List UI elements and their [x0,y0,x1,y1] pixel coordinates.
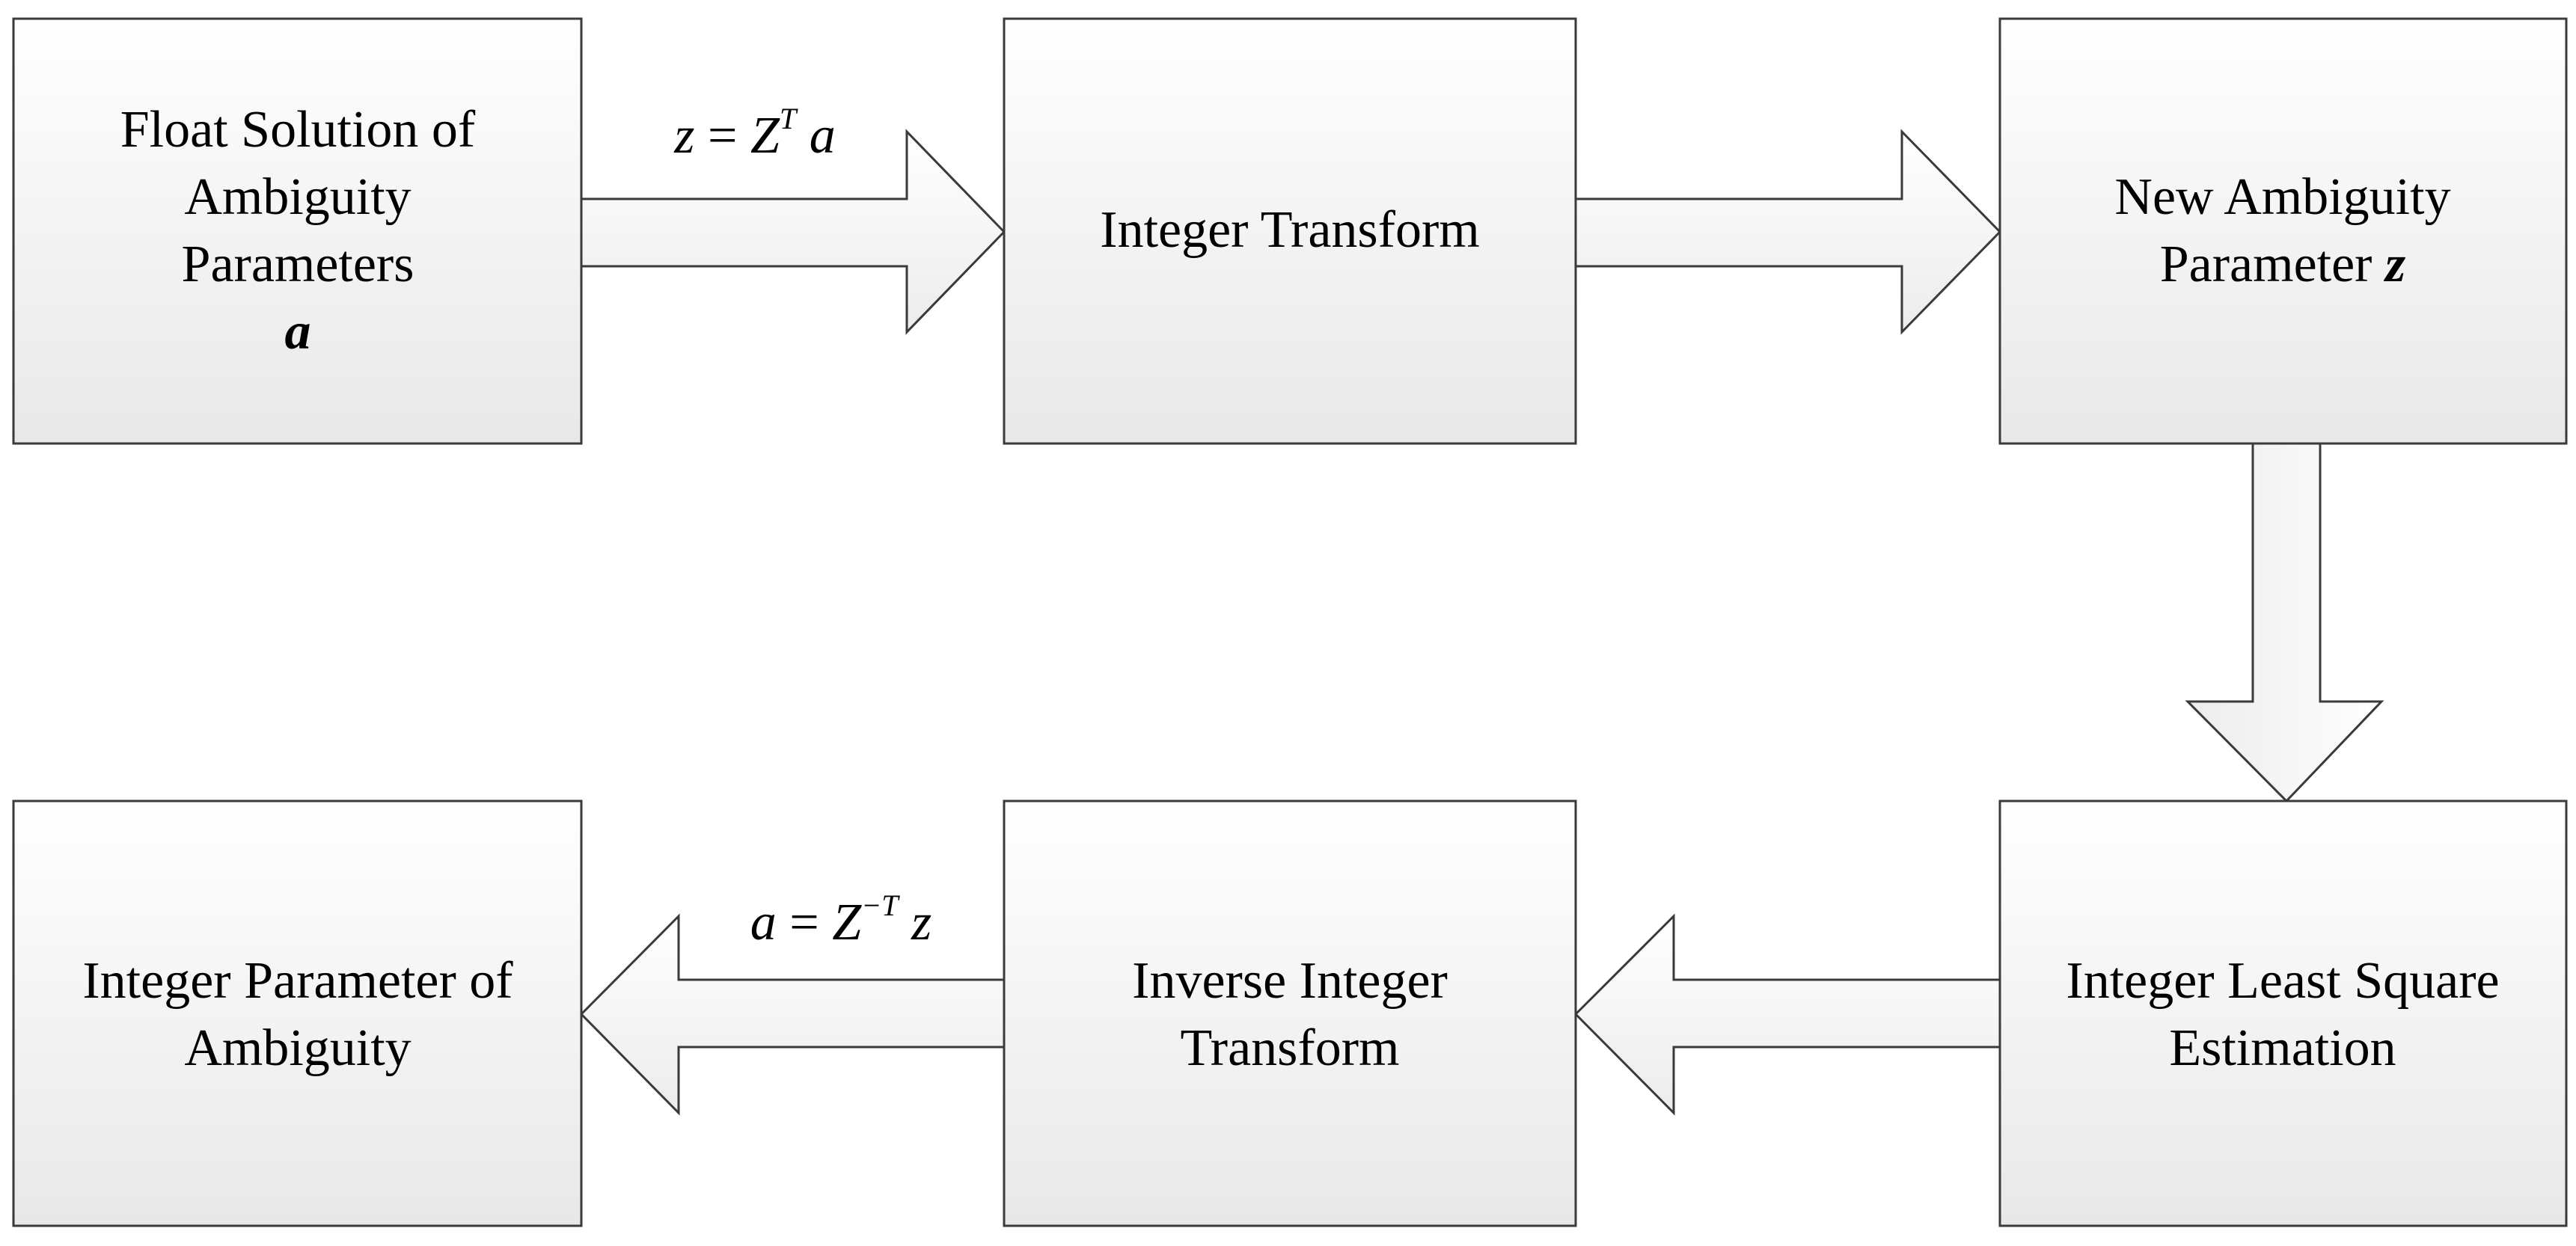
box-least-square: Integer Least Square Estimation [1998,800,2568,1227]
box-integer-parameter: Integer Parameter of Ambiguity [12,800,583,1227]
box-integer-parameter-line1: Integer Parameter of [82,952,513,1010]
box-float-solution-line2: Ambiguity [184,168,411,226]
box-integer-parameter-line2: Ambiguity [184,1019,411,1077]
box-new-ambiguity: New Ambiguity Parameter z [1998,17,2568,445]
box-new-ambiguity-variable: z [2384,236,2405,293]
box-integer-transform: Integer Transform [1003,17,1577,445]
arrow-float-to-transform [580,129,1006,335]
box-least-square-line2: Estimation [2169,1019,2396,1077]
box-least-square-line1: Integer Least Square [2066,952,2499,1010]
box-float-solution: Float Solution of Ambiguity Parameters a [12,17,583,445]
box-new-ambiguity-line1: New Ambiguity [2114,168,2450,226]
box-float-solution-line1: Float Solution of [120,101,476,159]
box-new-ambiguity-line2-text: Parameter [2160,236,2385,293]
arrow-least-square-to-inverse [1573,913,2001,1116]
box-integer-transform-line1: Integer Transform [1100,201,1479,259]
box-inverse-transform: Inverse Integer Transform [1003,800,1577,1227]
arrow-transform-to-new-ambiguity [1574,129,2002,335]
box-inverse-transform-line2: Transform [1181,1019,1400,1077]
formula-inverse-transform: a = Z−T z [750,889,931,951]
arrow-inverse-to-integer-parameter [579,913,1006,1116]
box-float-solution-variable: a [285,303,311,360]
formula-forward-transform: z = ZT a [673,102,835,165]
box-new-ambiguity-line2: Parameter z [2160,236,2405,293]
box-inverse-transform-line1: Inverse Integer [1132,952,1448,1010]
box-float-solution-line3: Parameters [182,236,414,293]
arrow-new-ambiguity-to-least-square [2185,442,2384,803]
